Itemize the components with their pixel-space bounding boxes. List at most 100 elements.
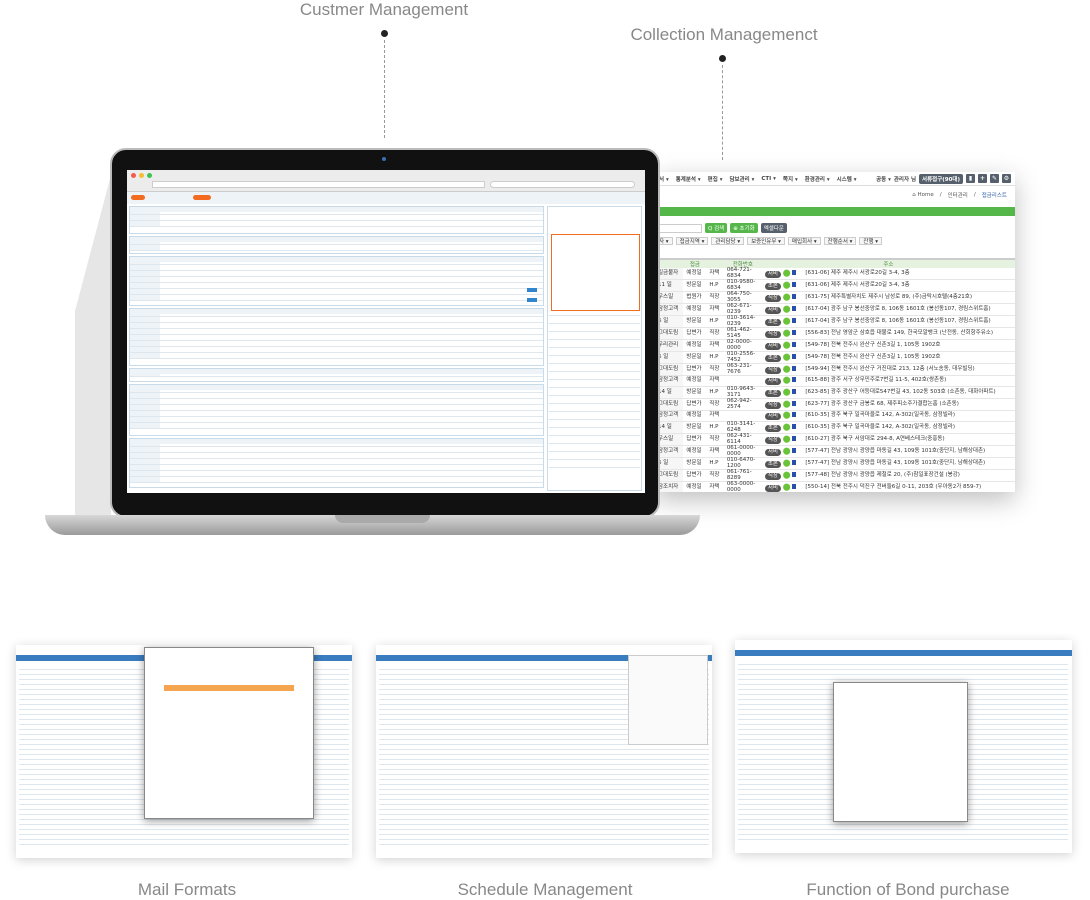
breadcrumb-item[interactable]: 인터관리 bbox=[947, 193, 968, 199]
menu-item[interactable]: 환경관리 ▾ bbox=[804, 176, 830, 183]
status-badge[interactable]: 서비 bbox=[764, 484, 781, 492]
menu-item[interactable]: 시스템 ▾ bbox=[836, 176, 857, 183]
memo-icon[interactable] bbox=[792, 447, 797, 453]
status-badge[interactable]: 초본 bbox=[764, 460, 781, 468]
menu-item[interactable]: 서 ▾ bbox=[659, 176, 669, 183]
status-badge[interactable]: 직장 bbox=[764, 366, 781, 374]
map-pin-icon[interactable]: ⬤ bbox=[782, 376, 791, 384]
menu-item[interactable]: 담보관리 ▾ bbox=[729, 176, 755, 183]
memo-icon[interactable] bbox=[792, 377, 797, 382]
action-button[interactable] bbox=[527, 298, 537, 302]
menu-item[interactable]: 편집 ▾ bbox=[707, 176, 723, 183]
memo-icon[interactable] bbox=[792, 388, 797, 394]
column-header[interactable]: 주소 bbox=[761, 259, 1015, 268]
filter-dropdown[interactable]: 관리담당 ▾ bbox=[711, 237, 745, 245]
status-badge[interactable]: 직장 bbox=[764, 330, 781, 338]
memo-icon[interactable] bbox=[792, 459, 797, 465]
map-pin-icon[interactable]: ⬤ bbox=[782, 399, 791, 408]
url-bar[interactable] bbox=[152, 181, 485, 188]
memo-icon[interactable] bbox=[792, 483, 797, 489]
map-pin-icon[interactable]: ⬤ bbox=[782, 411, 791, 419]
gear-icon[interactable]: ⚙ bbox=[1002, 174, 1011, 183]
status-badge[interactable]: 직장 bbox=[764, 401, 781, 409]
memo-icon[interactable] bbox=[792, 400, 797, 406]
account-button[interactable]: 서류접구(90대) bbox=[919, 173, 963, 184]
menu-item[interactable]: CTI ▾ bbox=[761, 175, 776, 182]
memo-icon[interactable] bbox=[792, 471, 797, 477]
maximize-dot[interactable] bbox=[147, 173, 152, 178]
map-pin-icon[interactable]: ⬤ bbox=[782, 304, 791, 313]
filter-dropdown[interactable]: 접금지역 ▾ bbox=[675, 237, 709, 245]
map-pin-icon[interactable]: ⬤ bbox=[782, 434, 791, 443]
map-pin-icon[interactable]: ⬤ bbox=[782, 352, 791, 361]
close-dot[interactable] bbox=[131, 173, 136, 178]
status-badge[interactable]: 초본 bbox=[764, 282, 781, 290]
bookmark-icon[interactable]: ▮ bbox=[966, 174, 975, 183]
status-badge[interactable]: 서비 bbox=[764, 413, 781, 420]
map-pin-icon[interactable]: ⬤ bbox=[782, 458, 791, 467]
status-badge[interactable]: 초본 bbox=[764, 389, 781, 397]
search-button[interactable]: Q 검색 bbox=[705, 223, 728, 233]
status-badge[interactable]: 서비 bbox=[764, 342, 781, 350]
column-header[interactable]: 접금 bbox=[683, 259, 707, 268]
map-pin-icon[interactable]: ⬤ bbox=[782, 364, 791, 373]
filter-dropdown[interactable]: 보증인유무 ▾ bbox=[747, 237, 785, 245]
tab-active[interactable] bbox=[193, 195, 211, 200]
memo-icon[interactable] bbox=[792, 341, 797, 347]
memo-icon[interactable] bbox=[792, 435, 797, 441]
map-pin-icon[interactable]: ⬤ bbox=[782, 387, 791, 396]
status-badge[interactable]: 초본 bbox=[764, 318, 781, 326]
map-pin-icon[interactable]: ⬤ bbox=[782, 280, 791, 289]
search-input[interactable] bbox=[657, 223, 702, 233]
action-button[interactable] bbox=[527, 288, 537, 292]
excel-download-button[interactable]: 엑셀다운 bbox=[760, 223, 787, 233]
filter-dropdown[interactable]: 잔행 ▾ bbox=[859, 237, 883, 245]
filter-dropdown[interactable]: 매입회사 ▾ bbox=[787, 237, 821, 245]
plus-icon[interactable]: + bbox=[978, 174, 987, 183]
minimize-dot[interactable] bbox=[139, 173, 144, 178]
status-badge[interactable]: 초본 bbox=[764, 354, 781, 362]
map-pin-icon[interactable]: ⬤ bbox=[782, 340, 791, 349]
map-pin-icon[interactable]: ⬤ bbox=[782, 328, 791, 337]
status-badge[interactable]: 서비 bbox=[764, 378, 781, 385]
status-badge[interactable]: 서비 bbox=[764, 448, 781, 456]
memo-icon[interactable] bbox=[792, 281, 797, 287]
map-pin-icon[interactable]: ⬤ bbox=[782, 316, 791, 325]
map-pin-icon[interactable]: ⬤ bbox=[782, 470, 791, 479]
map-pin-icon[interactable]: ⬤ bbox=[782, 446, 791, 455]
column-header[interactable]: 전화번호 bbox=[723, 259, 762, 268]
memo-icon[interactable] bbox=[792, 423, 797, 429]
map-pin-icon[interactable]: ⬤ bbox=[782, 422, 791, 431]
wrench-icon[interactable]: ✎ bbox=[990, 174, 999, 183]
memo-icon[interactable] bbox=[792, 305, 797, 311]
memo-icon[interactable] bbox=[792, 329, 797, 335]
breadcrumb-home[interactable]: ⌂ Home bbox=[912, 192, 934, 198]
status-badge[interactable]: 초본 bbox=[764, 424, 781, 432]
memo-icon[interactable] bbox=[792, 412, 797, 417]
reset-button[interactable]: ⊕ 초기화 bbox=[730, 223, 758, 233]
map-pin-icon[interactable]: ⬤ bbox=[782, 482, 791, 491]
filter-dropdown[interactable]: 잔행순서 ▾ bbox=[823, 237, 857, 245]
tab-active[interactable] bbox=[131, 195, 145, 200]
status-badge[interactable]: 직장 bbox=[764, 436, 781, 444]
memo-icon[interactable] bbox=[792, 293, 797, 299]
map-pin-icon[interactable]: ⬤ bbox=[782, 268, 791, 277]
